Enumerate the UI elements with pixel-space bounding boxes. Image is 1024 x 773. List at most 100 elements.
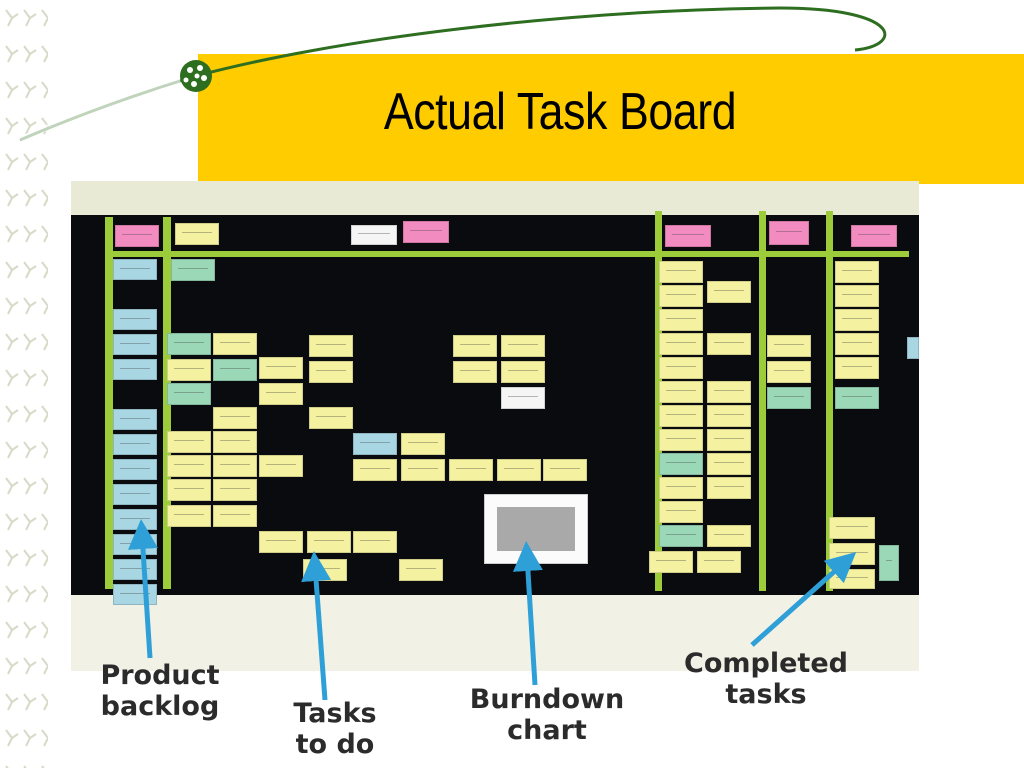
- task-card: [659, 261, 703, 283]
- tape-horizontal: [105, 251, 909, 257]
- task-card: [259, 455, 303, 477]
- task-card: [213, 431, 257, 453]
- task-card: [697, 551, 741, 573]
- backlog-card: [113, 484, 157, 505]
- card-scribble: [460, 344, 490, 345]
- task-card: [767, 387, 811, 409]
- card-scribble: [666, 342, 696, 343]
- done-card: [835, 333, 879, 355]
- callout-completed-tasks: Completed tasks: [672, 648, 860, 710]
- card-scribble: [174, 488, 204, 489]
- task-card: [449, 459, 493, 481]
- done-card: [829, 569, 875, 589]
- card-scribble: [842, 396, 872, 397]
- card-scribble: [174, 392, 204, 393]
- card-scribble: [456, 468, 486, 469]
- header-swoosh: [18, 6, 887, 143]
- task-card: [259, 531, 303, 553]
- backlog-card: [113, 409, 157, 430]
- card-scribble: [714, 390, 744, 391]
- task-card: [167, 479, 211, 501]
- title-band: [198, 54, 1024, 184]
- task-card: [307, 531, 351, 553]
- task-card: [167, 383, 211, 405]
- card-scribble: [174, 368, 204, 369]
- backlog-card: [113, 334, 157, 355]
- card-scribble: [182, 232, 212, 233]
- card-scribble: [672, 234, 704, 235]
- callout-tasks-to-do: Tasks to do: [275, 698, 395, 760]
- callout-line: Burndown: [469, 684, 625, 715]
- card-scribble: [460, 370, 490, 371]
- card-scribble: [774, 344, 804, 345]
- card-scribble: [220, 368, 250, 369]
- card-scribble: [666, 366, 696, 367]
- card-scribble: [774, 370, 804, 371]
- task-card: [453, 335, 497, 357]
- tape-vertical: [759, 211, 766, 591]
- card-scribble: [406, 568, 436, 569]
- card-scribble: [714, 438, 744, 439]
- card-scribble: [774, 396, 804, 397]
- task-card: [659, 477, 703, 499]
- callout-burndown-chart: Burndown chart: [462, 684, 632, 746]
- task-card: [167, 505, 211, 527]
- backlog-card: [113, 584, 157, 605]
- column-header-card: [769, 221, 809, 245]
- card-scribble: [314, 540, 344, 541]
- card-scribble: [666, 294, 696, 295]
- column-header-card: [351, 225, 397, 245]
- task-card: [659, 309, 703, 331]
- task-card: [303, 559, 347, 581]
- backlog-card: [113, 509, 157, 530]
- card-scribble: [410, 230, 442, 231]
- card-scribble: [842, 270, 872, 271]
- card-scribble: [178, 268, 208, 269]
- done-card: [835, 357, 879, 379]
- column-header-card: [403, 221, 449, 243]
- card-scribble: [666, 318, 696, 319]
- callout-line: backlog: [100, 691, 220, 722]
- callout-line: chart: [507, 715, 587, 746]
- card-scribble: [666, 534, 696, 535]
- card-scribble: [666, 270, 696, 271]
- task-card: [767, 335, 811, 357]
- column-header-card: [175, 223, 219, 245]
- task-card: [707, 453, 751, 475]
- backlog-card: [113, 359, 157, 380]
- task-card: [707, 429, 751, 451]
- card-scribble: [174, 514, 204, 515]
- task-card: [649, 551, 693, 573]
- card-scribble: [120, 567, 150, 569]
- card-scribble: [666, 390, 696, 391]
- backlog-card: [113, 434, 157, 455]
- task-card: [707, 281, 751, 303]
- task-card: [497, 459, 541, 481]
- done-card: [835, 285, 879, 307]
- card-scribble: [220, 514, 250, 515]
- task-card: [453, 361, 497, 383]
- task-card: [707, 477, 751, 499]
- task-card: [309, 335, 353, 357]
- task-card: [659, 525, 703, 547]
- backlog-card: [113, 259, 157, 280]
- card-scribble: [666, 510, 696, 511]
- card-scribble: [656, 560, 686, 561]
- task-card: [213, 455, 257, 477]
- slide-title: Actual Task Board: [383, 83, 737, 141]
- task-card: [353, 433, 397, 455]
- card-scribble: [714, 486, 744, 487]
- card-scribble: [266, 392, 296, 393]
- task-card: [501, 335, 545, 357]
- column-header-card: [665, 225, 711, 247]
- card-scribble: [220, 342, 250, 343]
- task-card: [659, 357, 703, 379]
- card-scribble: [120, 367, 150, 369]
- task-card: [707, 333, 751, 355]
- task-card: [543, 459, 587, 481]
- card-scribble: [122, 234, 152, 235]
- task-card: [353, 459, 397, 481]
- done-card: [829, 543, 875, 565]
- card-scribble: [836, 552, 868, 553]
- callout-line: tasks: [725, 679, 807, 710]
